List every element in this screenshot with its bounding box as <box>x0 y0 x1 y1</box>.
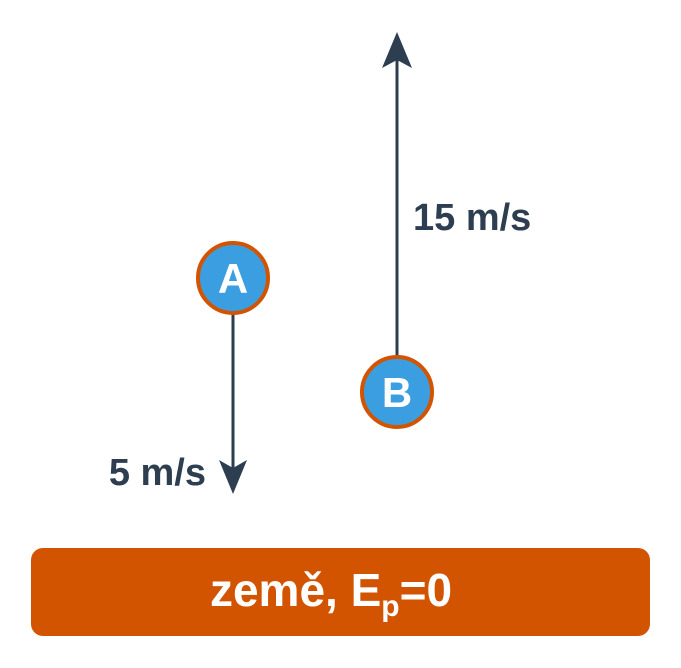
arrow-b-head <box>382 32 412 68</box>
ground-label-tail: =0 <box>400 564 452 616</box>
ball-b: B <box>360 355 434 429</box>
ball-b-circle <box>360 355 434 429</box>
speed-label-b: 15 m/s <box>413 197 531 239</box>
ground-label: země, Ep=0 <box>210 564 452 623</box>
ground-label-main: země, E <box>210 564 381 616</box>
ground-bar: země, Ep=0 <box>31 548 650 636</box>
ball-a: A <box>196 241 270 315</box>
ground-label-subscript: p <box>381 590 399 623</box>
ground-rect <box>31 548 650 636</box>
arrow-a-head <box>219 460 247 494</box>
arrow-a <box>219 312 247 494</box>
ball-b-letter: B <box>382 369 412 416</box>
speed-label-a: 5 m/s <box>109 452 206 494</box>
arrow-b <box>382 32 412 358</box>
ball-a-letter: A <box>218 255 248 302</box>
ball-a-circle <box>196 241 270 315</box>
